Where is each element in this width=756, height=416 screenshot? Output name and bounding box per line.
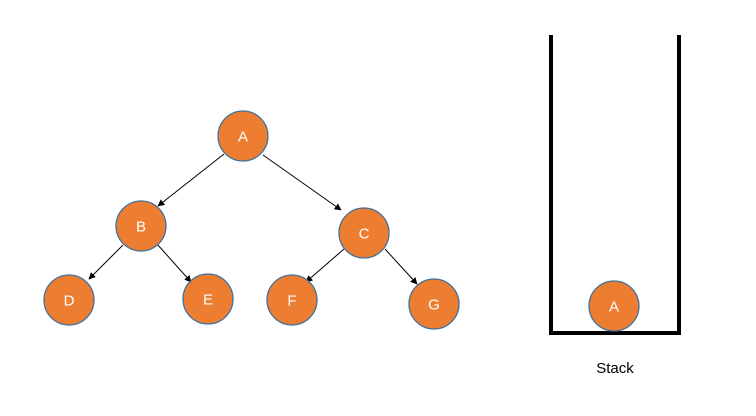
tree-node-b: B (115, 200, 167, 252)
node-label: D (64, 293, 75, 310)
stack-item-a: A (588, 280, 640, 332)
tree-node-e: E (182, 273, 234, 325)
node-label: B (136, 219, 146, 236)
node-label: E (203, 292, 213, 309)
tree-node-a: A (217, 110, 269, 162)
edge-b-e (156, 243, 192, 283)
node-label: A (238, 129, 248, 146)
tree-nodes: A B C D E F G (43, 110, 460, 330)
edge-a-b (157, 153, 225, 207)
stack: A Stack (549, 35, 681, 377)
edge-c-f (305, 248, 345, 283)
tree-node-g: G (408, 278, 460, 330)
node-label: C (359, 226, 370, 243)
tree-node-d: D (43, 274, 95, 326)
stack-item-label: A (609, 299, 619, 316)
tree-node-f: F (266, 274, 318, 326)
edge-b-d (88, 244, 124, 280)
tree-node-c: C (338, 207, 390, 259)
stack-container (549, 35, 681, 335)
edge-a-c (262, 154, 342, 211)
tree-edges (88, 153, 418, 285)
edge-c-g (384, 248, 418, 285)
node-label: F (287, 293, 296, 310)
node-label: G (428, 297, 440, 314)
stack-caption: Stack (596, 360, 634, 377)
